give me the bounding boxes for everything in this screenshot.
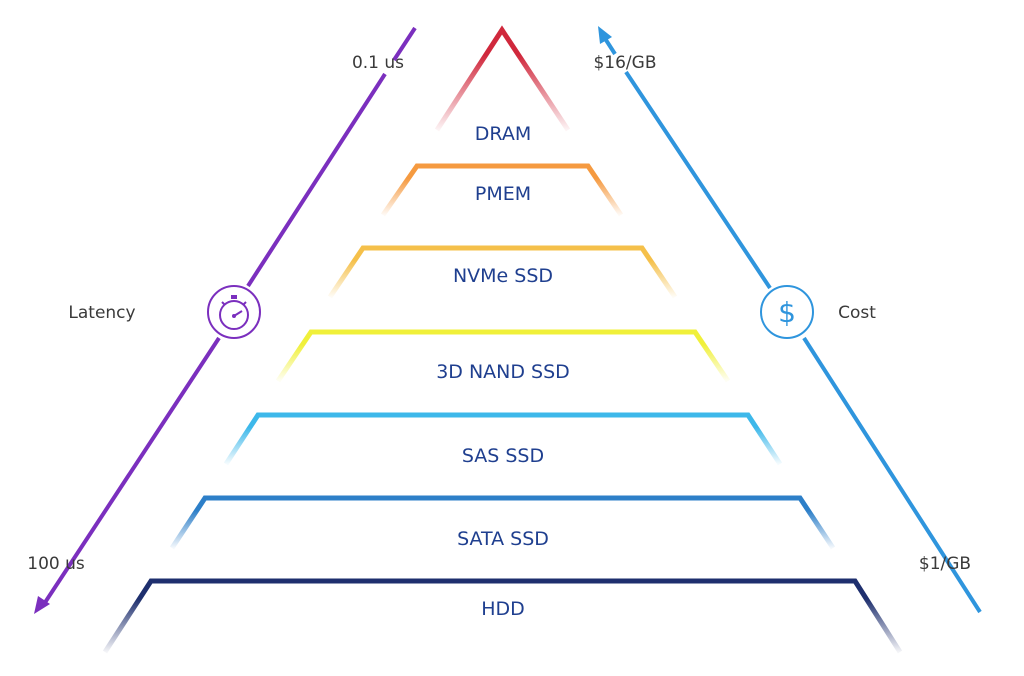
layer-outline-sas-ssd — [223, 412, 783, 466]
layer-outline-sata-ssd — [169, 495, 836, 550]
layer-label: PMEM — [475, 183, 531, 205]
layer-outline-nvme-ssd — [327, 245, 678, 299]
layer-outline-dram — [434, 25, 571, 132]
layer-label: SATA SSD — [457, 528, 549, 550]
cost-label: Cost — [838, 303, 876, 323]
cost-top-label: $16/GB — [593, 53, 656, 73]
dollar-icon: $ — [760, 285, 814, 339]
svg-text:$: $ — [778, 296, 796, 329]
layer-label: NVMe SSD — [453, 265, 553, 287]
layer-label: DRAM — [475, 123, 531, 145]
layer-outline-pmem — [380, 163, 624, 217]
layer-outline-hdd — [102, 578, 903, 654]
latency-top-label: 0.1 us — [352, 53, 404, 73]
layer-label: HDD — [481, 598, 525, 620]
latency-label: Latency — [68, 303, 135, 323]
layer-label: SAS SSD — [462, 445, 544, 467]
stopwatch-icon — [207, 285, 261, 339]
latency-axis: 0.1 us Latency 100 us — [27, 26, 417, 614]
arrow-up-icon — [598, 26, 612, 44]
latency-bottom-label: 100 us — [27, 554, 85, 574]
layer-label: 3D NAND SSD — [436, 361, 570, 383]
arrow-down-icon — [34, 596, 50, 614]
cost-bottom-label: $1/GB — [919, 554, 971, 574]
layer-outline-3d-nand-ssd — [275, 329, 731, 383]
cost-axis: $ $16/GB Cost $1/GB — [593, 26, 982, 614]
